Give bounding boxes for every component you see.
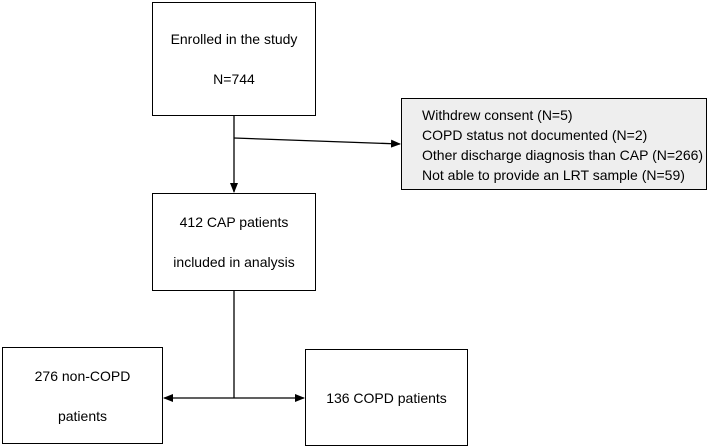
copd-text: 136 COPD patients — [326, 368, 447, 428]
enrolled-label: Enrolled in the study — [170, 31, 298, 47]
non-copd-box: 276 non-COPD patients — [2, 347, 163, 444]
copd-count: 136 COPD patients — [326, 389, 447, 406]
exclusions-box: Withdrew consent (N=5) COPD status not d… — [401, 98, 707, 190]
enrolled-count: N=744 — [213, 71, 255, 87]
non-copd-count: 276 non-COPD — [34, 367, 131, 384]
connector-to-exclusions — [233, 137, 401, 148]
non-copd-label: patients — [57, 407, 108, 424]
exclusion-item: COPD status not documented (N=2) — [422, 127, 648, 143]
copd-box: 136 COPD patients — [305, 349, 468, 446]
analysis-label: included in analysis — [173, 254, 295, 270]
analysis-text: 412 CAP patients included in analysis — [173, 192, 294, 292]
analysis-count: 412 CAP patients — [179, 214, 289, 230]
exclusion-item: Other discharge diagnosis than CAP (N=26… — [422, 147, 704, 163]
non-copd-text: 276 non-COPD patients — [35, 346, 131, 446]
enrolled-box: Enrolled in the study N=744 — [152, 2, 316, 116]
analysis-box: 412 CAP patients included in analysis — [152, 193, 316, 291]
exclusion-item: Not able to provide an LRT sample (N=59) — [422, 167, 685, 183]
exclusion-item: Withdrew consent (N=5) — [422, 107, 573, 123]
exclusions-list: Withdrew consent (N=5) COPD status not d… — [422, 105, 703, 185]
enrolled-text: Enrolled in the study N=744 — [171, 9, 298, 109]
